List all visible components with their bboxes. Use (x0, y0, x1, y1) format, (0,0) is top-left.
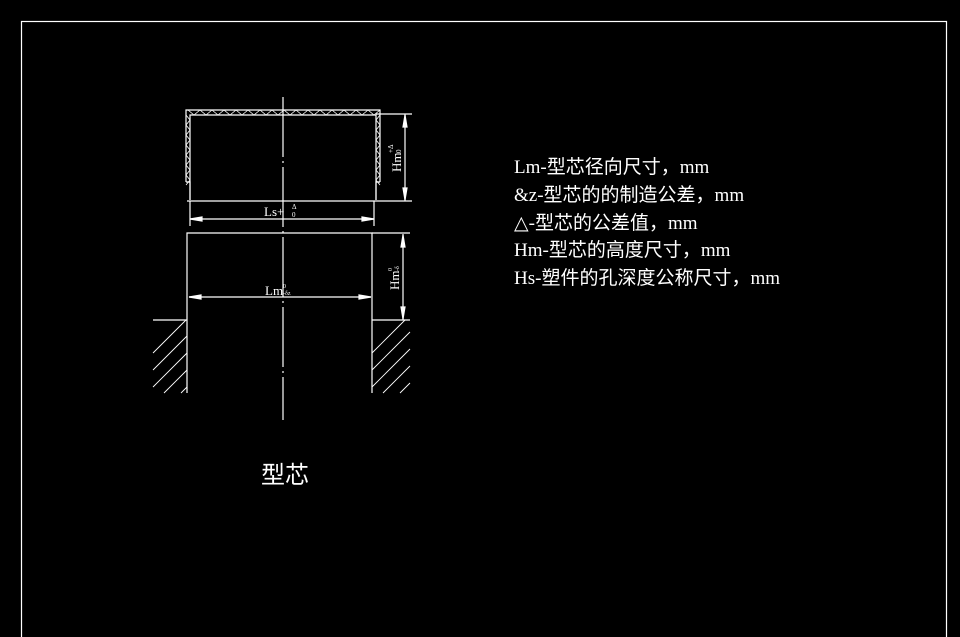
hm-bottom-label: Hm (387, 271, 402, 291)
legend-item: Hm-型芯的高度尺寸，mm (514, 240, 731, 262)
ls-tol-lower: 0 (292, 211, 296, 219)
mold-base (152, 319, 411, 394)
drawing-caption: 型芯 (261, 463, 309, 489)
lm-dimension (188, 294, 372, 300)
hatch-line (152, 335, 188, 371)
hatch-line (180, 386, 188, 394)
core (186, 232, 410, 393)
hm-top-dimension (402, 114, 408, 201)
drawing-frame (20, 20, 948, 637)
lm-tol-lower: -δz (283, 291, 291, 297)
legend-item: Lm-型芯径向尺寸，mm (514, 157, 710, 178)
legend-item: Hs-塑件的孔深度公称尺寸，mm (514, 268, 781, 290)
legend-item: &z-型芯的的制造公差，mm (514, 184, 745, 206)
hm-top-tol-lower: 0 (395, 149, 403, 153)
ls-tol-upper: Δ (292, 203, 297, 211)
hatch-line (371, 319, 406, 354)
ls-label: Ls+ (264, 204, 284, 219)
hm-bottom-tol-upper: 0 (388, 268, 394, 271)
hatch-line (152, 319, 187, 354)
plastic-part (185, 109, 381, 200)
legend-item: △-型芯的公差值，mm (514, 212, 698, 234)
hatch-line (399, 382, 411, 394)
hatch-line (371, 331, 411, 371)
symbol-legend: Lm-型芯径向尺寸，mm &z-型芯的的制造公差，mm △-型芯的公差值，mm … (514, 154, 780, 293)
hatch-line (382, 365, 411, 394)
hm-top-label: Hm (389, 153, 404, 173)
hatch-line (371, 348, 411, 388)
hatch-line (152, 352, 188, 388)
hatch-line (163, 369, 188, 394)
lm-tol-upper: 0 (283, 284, 286, 290)
hm-top-tol-upper: +Δ (387, 144, 395, 153)
hm-bottom-dimension (400, 234, 406, 320)
ls-dimension (189, 216, 375, 222)
hm-bottom-tol-lower: -δ (395, 266, 401, 271)
lm-label: Lm (265, 283, 283, 298)
